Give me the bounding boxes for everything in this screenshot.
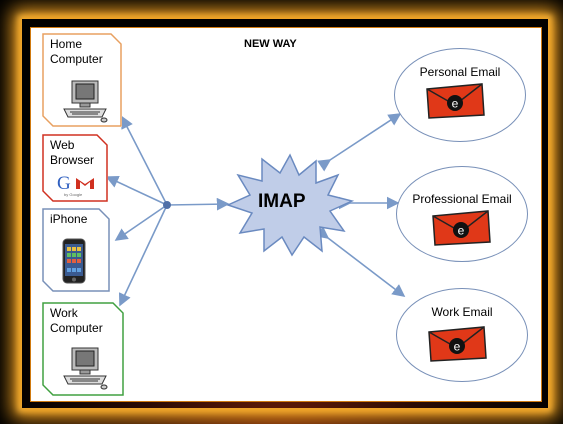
imap-label: IMAP [258, 191, 306, 212]
device-iphone: iPhone [42, 208, 110, 292]
arrow-to-work [118, 204, 168, 307]
device-label: Work Computer [50, 306, 103, 335]
device-label: Web Browser [50, 138, 95, 167]
envelope-icon: e [432, 210, 491, 246]
envelope-icon: e [426, 83, 485, 119]
device-label: Home Computer [50, 37, 103, 66]
device-home-computer: Home Computer [42, 33, 122, 127]
computer-icon [60, 346, 110, 390]
gmail-icon: G [56, 172, 96, 198]
arrow-to-personal [317, 113, 402, 172]
svg-text:e: e [454, 340, 461, 354]
svg-text:G: G [57, 173, 71, 194]
arrow-to-imap [166, 197, 230, 211]
arrow-to-home [121, 115, 168, 206]
iphone-icon [62, 238, 86, 284]
arrow-to-work-email [315, 226, 406, 297]
account-label: Work Email [431, 305, 493, 319]
account-label: Personal Email [419, 65, 501, 79]
gmail-logo-sub: by Google [64, 192, 83, 197]
arrow-to-iphone [114, 204, 168, 241]
account-label: Professional Email [412, 192, 512, 206]
diagram-title: NEW WAY [244, 38, 297, 50]
device-web-browser: Web Browser G by Google [42, 134, 108, 202]
svg-text:e: e [452, 97, 459, 111]
svg-text:e: e [458, 224, 465, 238]
junction-dot [163, 201, 171, 209]
device-label: iPhone [50, 212, 88, 226]
imap-hub [226, 153, 354, 257]
computer-icon [60, 79, 110, 123]
arrow-to-browser [105, 175, 168, 206]
device-work-computer: Work Computer [42, 302, 124, 396]
envelope-icon: e [428, 326, 487, 362]
